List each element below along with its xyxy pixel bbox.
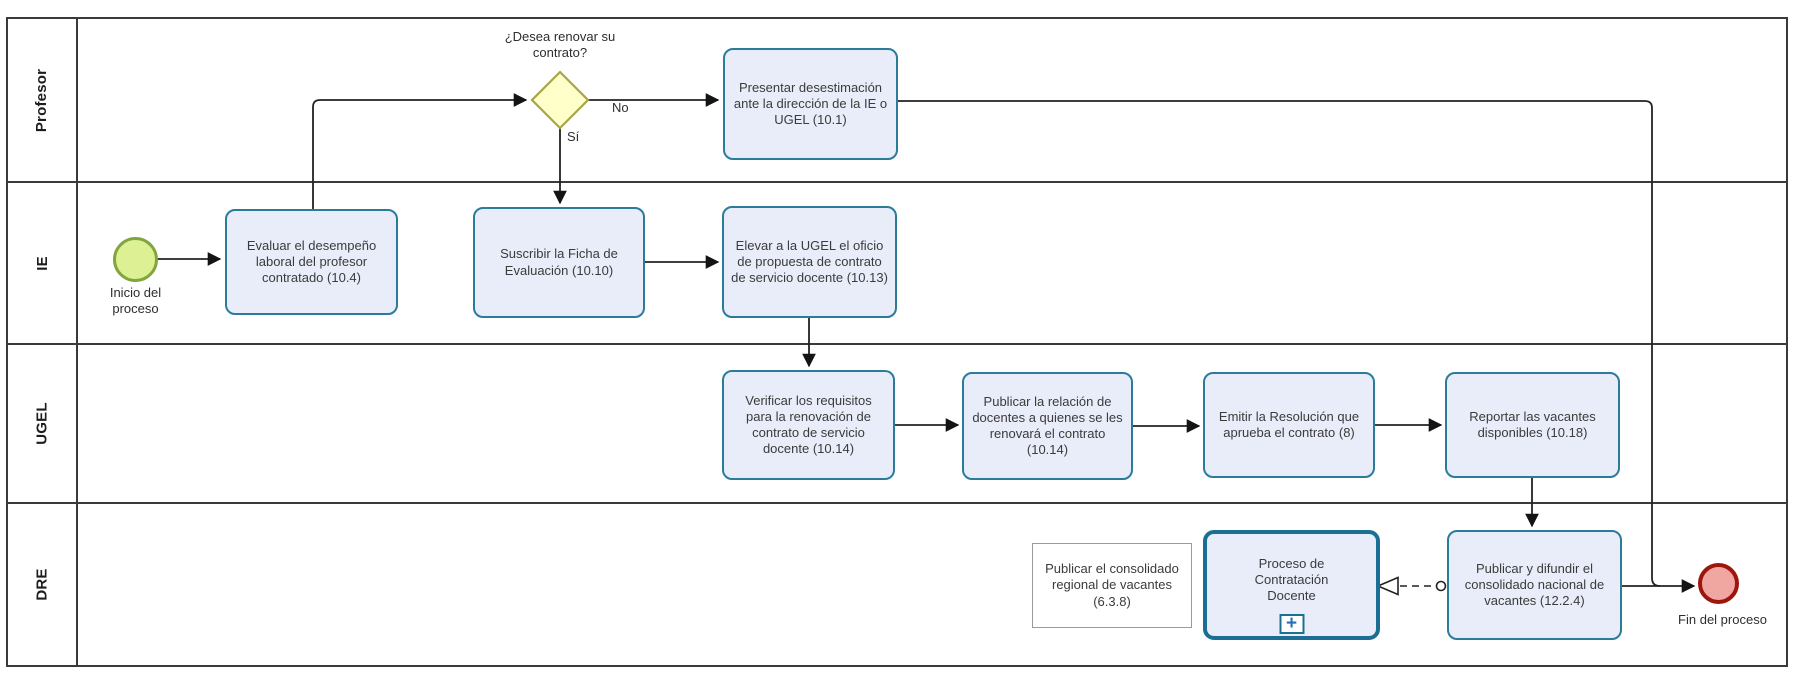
flow-evaluar-to-gateway xyxy=(312,93,528,209)
task-reportar-vacantes[interactable]: Reportar las vacantes disponibles (10.18… xyxy=(1445,372,1620,478)
task-verificar-requisitos[interactable]: Verificar los requisitos para la renovac… xyxy=(722,370,895,480)
task-suscribir-ficha[interactable]: Suscribir la Ficha de Evaluación (10.10) xyxy=(473,207,645,318)
lane-ugel: UGEL xyxy=(8,345,1786,504)
task-presentar-desestimacion[interactable]: Presentar desestimación ante la direcció… xyxy=(723,48,898,160)
task-publicar-consolidado-regional[interactable]: Publicar el consolidado regional de vaca… xyxy=(1032,543,1192,628)
lane-label-cell: IE xyxy=(8,183,78,343)
lane-dre: DRE xyxy=(8,504,1786,665)
end-event-label: Fin del proceso xyxy=(1678,612,1767,627)
subprocess-label: Proceso de Contratación Docente xyxy=(1254,555,1329,604)
lane-label-cell: Profesor xyxy=(8,19,78,181)
lane-profesor: Profesor xyxy=(8,19,1786,183)
start-event-label: Inicio del proceso xyxy=(109,285,162,316)
task-publicar-relacion[interactable]: Publicar la relación de docentes a quien… xyxy=(962,372,1133,480)
task-publicar-difundir-consolidado[interactable]: Publicar y difundir el consolidado nacio… xyxy=(1447,530,1622,640)
flow-presentar-to-end xyxy=(898,100,1661,587)
lane-label-cell: DRE xyxy=(8,504,78,665)
gateway-no-label: No xyxy=(612,100,629,115)
subprocess-contratacion-docente[interactable]: Proceso de Contratación Docente + xyxy=(1203,530,1380,640)
task-evaluar-desempeno[interactable]: Evaluar el desempeño laboral del profeso… xyxy=(225,209,398,315)
message-flow-source-circle-icon xyxy=(1435,580,1447,592)
gateway-question-label: ¿Desea renovar su contrato? xyxy=(504,29,616,60)
start-event[interactable] xyxy=(113,237,158,282)
task-emitir-resolucion[interactable]: Emitir la Resolución que aprueba el cont… xyxy=(1203,372,1375,478)
end-event[interactable] xyxy=(1698,563,1739,604)
gateway-yes-label: Sí xyxy=(567,129,580,144)
subprocess-plus-icon[interactable]: + xyxy=(1279,614,1304,634)
lane-ie: IE xyxy=(8,183,1786,345)
lane-label-cell: UGEL xyxy=(8,345,78,502)
gateway-diamond[interactable] xyxy=(530,70,590,130)
message-flow-open-arrowhead-icon xyxy=(1375,576,1399,596)
task-elevar-oficio[interactable]: Elevar a la UGEL el oficio de propuesta … xyxy=(722,206,897,318)
